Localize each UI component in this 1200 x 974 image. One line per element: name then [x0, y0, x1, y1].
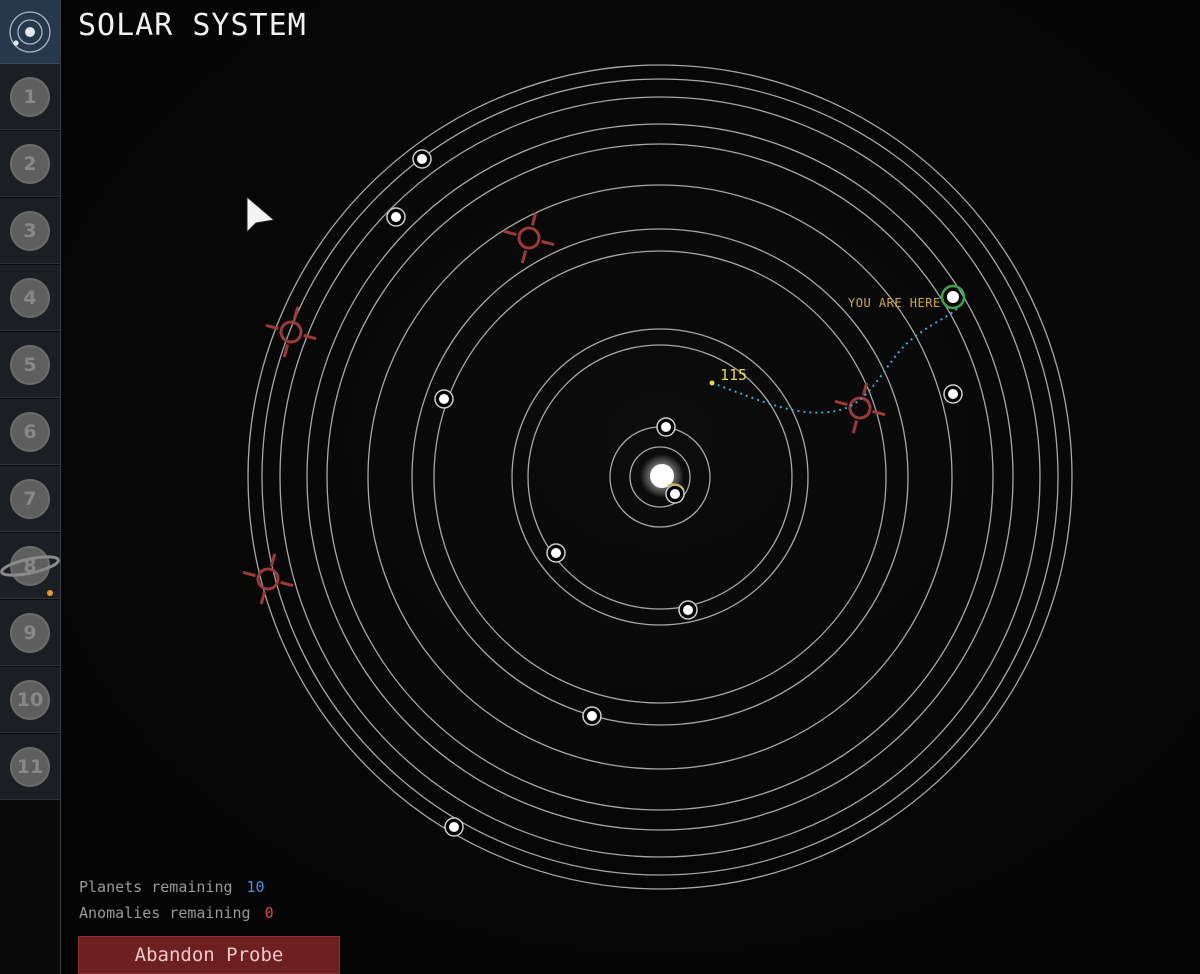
planet-ring-icon	[0, 554, 60, 577]
sidebar-item-planet-11[interactable]: 11	[0, 734, 60, 800]
anomaly-crosshair-icon[interactable]	[236, 547, 300, 611]
planet-marker[interactable]	[546, 543, 566, 563]
orbit-3	[527, 344, 793, 610]
orbit-11	[261, 78, 1059, 876]
solar-system-icon	[9, 10, 51, 53]
anomalies	[236, 206, 892, 611]
planet-number: 3	[10, 210, 50, 251]
planet-marker[interactable]	[444, 817, 464, 837]
orbit-7	[367, 184, 953, 770]
planet-number: 9	[10, 612, 50, 653]
page-title: SOLAR SYSTEM	[78, 8, 307, 43]
anomaly-crosshair-icon[interactable]	[828, 376, 892, 440]
orbit-4	[511, 328, 809, 626]
planet-marker[interactable]	[412, 149, 432, 169]
sidebar-item-planet-9[interactable]: 9	[0, 600, 60, 666]
orbit-1	[629, 446, 691, 508]
planet-marker[interactable]	[386, 207, 406, 227]
planet-number: 6	[10, 411, 50, 452]
planets-remaining-value: 10	[246, 878, 265, 896]
sidebar-item-planet-6[interactable]: 6	[0, 399, 60, 465]
planet-number: 10	[10, 679, 50, 720]
orbit-12	[247, 64, 1073, 890]
sidebar-item-planet-1[interactable]: 1	[0, 64, 60, 130]
orbit-8	[326, 143, 994, 811]
orbit-5	[433, 250, 887, 704]
planet-number: 4	[10, 277, 50, 318]
probe-trajectory-path	[711, 304, 961, 414]
sidebar-item-planet-3[interactable]: 3	[0, 198, 60, 264]
planets-remaining-label: Planets remaining	[79, 878, 233, 896]
planet-marker[interactable]	[678, 600, 698, 620]
sidebar-item-planet-8[interactable]: 8	[0, 533, 60, 599]
planet-marker[interactable]	[656, 417, 676, 437]
sidebar-item-planet-5[interactable]: 5	[0, 332, 60, 398]
sidebar-item-planet-2[interactable]: 2	[0, 131, 60, 197]
orbit-9	[306, 123, 1014, 831]
anomalies-remaining-label: Anomalies remaining	[79, 904, 251, 922]
planet-marker[interactable]	[943, 384, 963, 404]
orbit-6	[411, 228, 909, 726]
planet-number: 5	[10, 344, 50, 385]
planet-number: 1	[10, 76, 50, 117]
abandon-probe-button[interactable]: Abandon Probe	[78, 936, 340, 974]
target-point-icon	[709, 380, 715, 386]
planet-number: 7	[10, 478, 50, 519]
planet-number: 11	[10, 746, 50, 787]
planet-marker[interactable]	[665, 483, 685, 504]
planet-marker[interactable]	[434, 389, 454, 409]
probe-location-dot	[47, 590, 53, 596]
sidebar-item-planet-7[interactable]: 7	[0, 466, 60, 532]
sidebar-item-planet-4[interactable]: 4	[0, 265, 60, 331]
planet-marker[interactable]	[582, 706, 602, 726]
planet-number: 2	[10, 143, 50, 184]
sidebar-item-planet-10[interactable]: 10	[0, 667, 60, 733]
mouse-cursor-icon	[246, 196, 276, 234]
planet-sidebar: 1 2 3 4 5 6 7 8 9 10 11	[0, 0, 61, 974]
planets	[386, 149, 963, 837]
anomaly-crosshair-icon[interactable]	[259, 300, 323, 364]
solar-system-button[interactable]	[0, 0, 60, 64]
anomaly-crosshair-icon[interactable]	[497, 206, 561, 270]
you-are-here-marker[interactable]	[940, 284, 966, 310]
planet-number: 8	[0, 545, 60, 586]
anomalies-remaining-row: Anomalies remaining 0	[79, 904, 274, 922]
target-distance-label: 115	[720, 366, 747, 384]
orbit-rings	[247, 64, 1073, 890]
orbit-10	[279, 96, 1041, 858]
planets-remaining-row: Planets remaining 10	[79, 878, 265, 896]
you-are-here-label: YOU ARE HERE	[848, 296, 941, 310]
anomalies-remaining-value: 0	[264, 904, 274, 922]
